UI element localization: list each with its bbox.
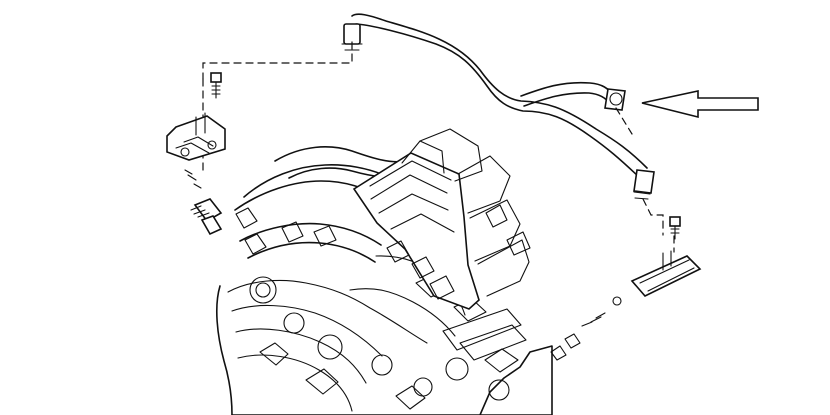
fuel-pipe-inner bbox=[355, 23, 641, 179]
right-fuel-rail-parts bbox=[550, 216, 702, 361]
fuel-pipe-outer bbox=[351, 13, 648, 169]
right-rail-tube bbox=[630, 255, 702, 297]
fuel-pipe-assembly bbox=[341, 13, 655, 200]
fuel-pipe-branch-inner bbox=[523, 92, 611, 107]
callout-arrow bbox=[641, 90, 759, 119]
left-bolt bbox=[210, 72, 222, 99]
right-bolt bbox=[669, 216, 681, 240]
lower-right-hose-end bbox=[633, 169, 655, 200]
intake-manifold bbox=[234, 128, 531, 310]
left-fuel-rail-parts bbox=[166, 72, 226, 236]
arrow-left-icon bbox=[641, 90, 759, 119]
right-hose-end bbox=[604, 88, 626, 111]
left-injector bbox=[190, 198, 223, 236]
